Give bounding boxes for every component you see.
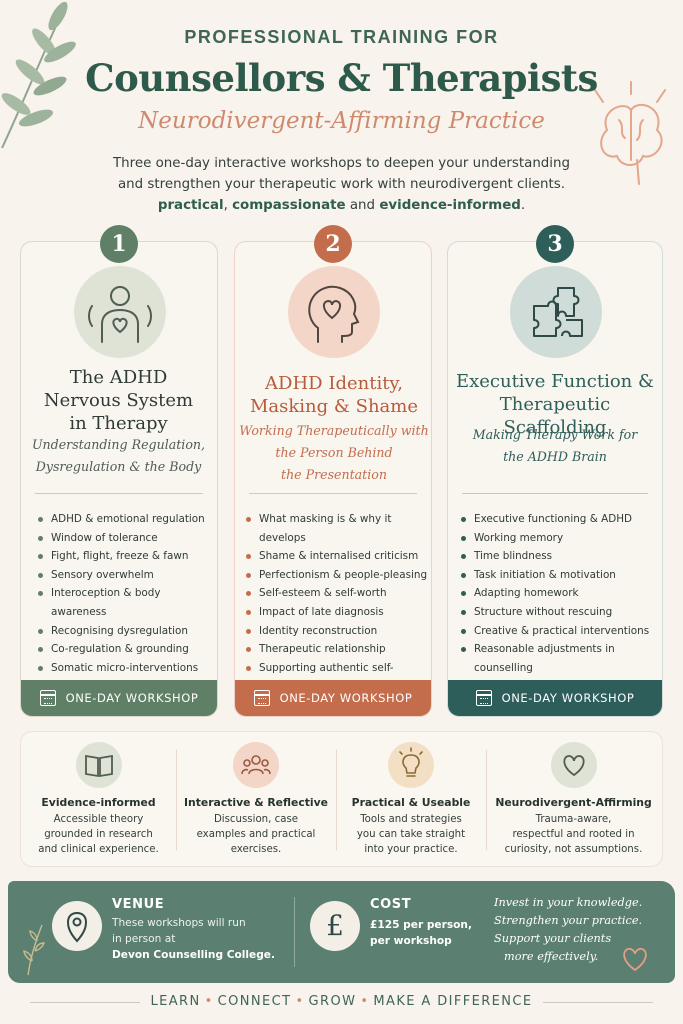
location-pin-icon xyxy=(52,901,102,951)
workshop-1-title-line: The ADHD xyxy=(69,367,168,388)
workshop-1-subtitle-line: Dysregulation & the Body xyxy=(35,459,202,474)
lightbulb-icon xyxy=(388,742,434,788)
workshop-1-topics: ADHD & emotional regulation Window of to… xyxy=(37,510,217,677)
page-title: Counsellors & Therapists xyxy=(85,56,598,100)
list-item: Self-esteem & self-worth xyxy=(245,584,430,603)
workshop-2-subtitle-line: the Person Behind xyxy=(275,445,393,460)
book-icon xyxy=(75,742,122,788)
list-item: Therapeutic relationship xyxy=(245,640,430,659)
workshop-number-2: 2 xyxy=(314,225,352,263)
sprig-icon xyxy=(23,924,45,976)
workshop-card-1: The ADHD Nervous System in Therapy Under… xyxy=(20,241,218,717)
workshop-2-footer: ONE-DAY WORKSHOP xyxy=(235,680,431,716)
workshop-3-subtitle-line: Making Therapy Work for xyxy=(472,427,638,442)
head-heart-icon xyxy=(288,266,380,358)
workshop-1-subtitle-line: Understanding Regulation, xyxy=(31,437,206,452)
tagline: LEARN•CONNECT•GROW•MAKE A DIFFERENCE xyxy=(150,994,533,1009)
calendar-icon xyxy=(39,690,56,706)
feature-practical-useable: Practical & Useable Tools and strategies… xyxy=(336,732,486,868)
heart-doodle-icon xyxy=(623,947,647,972)
workshop-2-subtitle-line: the Presentation xyxy=(281,467,387,482)
workshop-card-3: Executive Function & Therapeutic Scaffol… xyxy=(447,241,663,717)
list-item: Task initiation & motivation xyxy=(460,566,660,585)
calendar-icon xyxy=(475,690,492,706)
list-item: Identity reconstruction xyxy=(245,622,430,641)
feature-neurodivergent-affirming: Neurodivergent-Affirming Trauma-aware,re… xyxy=(486,732,661,868)
venue-label: VENUE xyxy=(112,897,165,912)
group-icon xyxy=(233,742,279,788)
brain-icon xyxy=(594,81,666,185)
cost-label: COST xyxy=(370,897,412,912)
heart-icon xyxy=(550,742,597,788)
leaf-branch-icon xyxy=(1,1,76,149)
pound-icon: £ xyxy=(310,901,360,951)
workshop-2-subtitle-line: Working Therapeutically with xyxy=(239,423,429,438)
list-item: Impact of late diagnosis xyxy=(245,603,430,622)
workshop-2-topics: What masking is & why it develops Shame … xyxy=(245,510,430,696)
page-subtitle: Neurodivergent-Affirming Practice xyxy=(138,108,545,134)
list-item: Fight, flight, freeze & fawn xyxy=(37,547,217,566)
list-item: Somatic micro-interventions xyxy=(37,659,217,678)
workshop-2-title-line: ADHD Identity, xyxy=(265,373,403,394)
list-item: Sensory overwhelm xyxy=(37,566,217,585)
workshop-3-title-line: Therapeutic Scaffolding xyxy=(499,394,611,438)
list-item: Adapting homework xyxy=(460,584,660,603)
list-item: ADHD & emotional regulation xyxy=(37,510,217,529)
workshop-number-3: 3 xyxy=(536,225,574,263)
venue-details: These workshops will run in person at De… xyxy=(112,917,276,961)
workshop-3-footer: ONE-DAY WORKSHOP xyxy=(448,680,662,716)
body-heart-icon xyxy=(74,266,166,358)
list-item: Co-regulation & grounding xyxy=(37,640,217,659)
workshop-1-footer: ONE-DAY WORKSHOP xyxy=(21,680,217,716)
workshop-1-title-line: in Therapy xyxy=(69,413,168,434)
list-item: Recognising dysregulation xyxy=(37,622,217,641)
intro-text: Three one-day interactive workshops to d… xyxy=(112,156,571,213)
workshop-number-1: 1 xyxy=(100,225,138,263)
workshop-3-topics: Executive functioning & ADHD Working mem… xyxy=(460,510,660,677)
workshop-card-2: ADHD Identity, Masking & Shame Working T… xyxy=(234,241,432,717)
feature-interactive-reflective: Interactive & Reflective Discussion, cas… xyxy=(176,732,336,868)
list-item: Structure without rescuing xyxy=(460,603,660,622)
list-item: What masking is & why it develops xyxy=(245,510,430,547)
list-item: Executive functioning & ADHD xyxy=(460,510,660,529)
list-item: Perfectionism & people-pleasing xyxy=(245,566,430,585)
info-banner: VENUE These workshops will run in person… xyxy=(8,881,675,983)
list-item: Working memory xyxy=(460,529,660,548)
workshop-3-title-line: Executive Function & xyxy=(455,371,655,392)
workshop-3-subtitle-line: the ADHD Brain xyxy=(503,449,607,464)
calendar-icon xyxy=(253,690,270,706)
list-item: Interoception & body awareness xyxy=(37,584,217,621)
closing-quote: Invest in your knowledge. Strengthen you… xyxy=(494,896,643,963)
list-item: Creative & practical interventions xyxy=(460,622,660,641)
puzzle-icon xyxy=(510,266,602,358)
workshop-2-title-line: Masking & Shame xyxy=(249,396,419,417)
cost-details: £125 per person, per workshop xyxy=(370,919,472,947)
kicker-heading: PROFESSIONAL TRAINING FOR xyxy=(184,27,499,47)
list-item: Shame & internalised criticism xyxy=(245,547,430,566)
workshop-1-title-line: Nervous System xyxy=(43,390,194,411)
list-item: Reasonable adjustments in counselling xyxy=(460,640,625,677)
list-item: Window of tolerance xyxy=(37,529,217,548)
list-item: Time blindness xyxy=(460,547,660,566)
